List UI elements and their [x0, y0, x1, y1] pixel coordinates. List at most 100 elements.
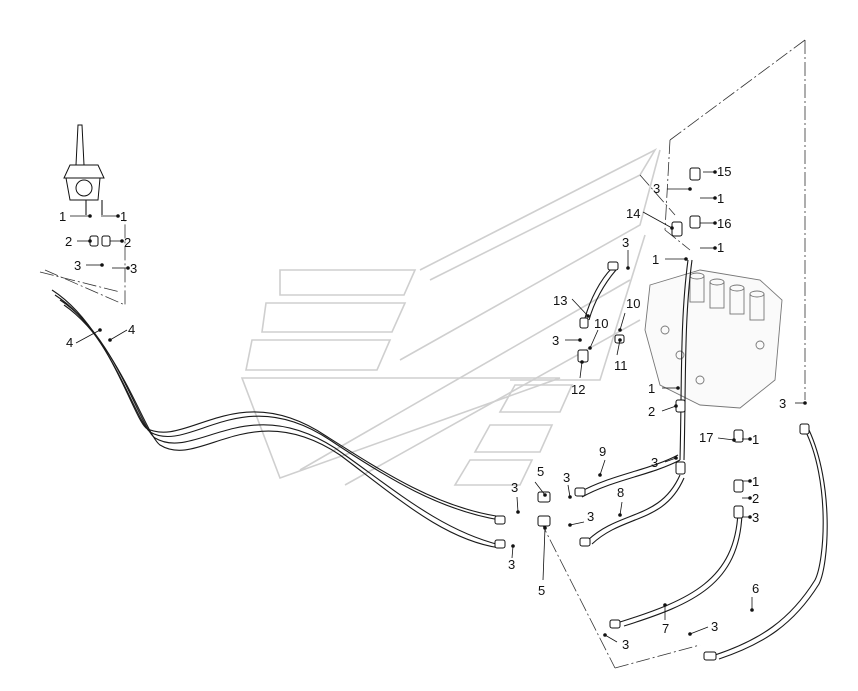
- callout-label: 11: [614, 358, 628, 373]
- leader-dot: [748, 437, 752, 441]
- leader-dot: [120, 239, 124, 243]
- leader-dot: [688, 187, 692, 191]
- callout-label: 15: [717, 164, 731, 179]
- leader-dot: [586, 314, 590, 318]
- callout-label: 16: [717, 216, 731, 231]
- leader-line: [642, 211, 673, 229]
- leader-dot: [511, 544, 515, 548]
- leader-dot: [618, 328, 622, 332]
- callout-label: 3: [651, 455, 658, 470]
- leader-dot: [88, 239, 92, 243]
- leader-dot: [100, 263, 104, 267]
- leader-dot: [732, 438, 736, 442]
- leader-line: [599, 459, 606, 476]
- callout-label: 1: [648, 381, 655, 396]
- reference-lines: [39, 39, 806, 669]
- leader-line: [511, 545, 514, 559]
- leader-dot: [603, 633, 607, 637]
- callout-label: 3: [587, 509, 594, 524]
- callout-label: 4: [128, 322, 135, 337]
- callout-label: 10: [626, 296, 640, 311]
- callout-label: 1: [752, 432, 759, 447]
- leader-line: [616, 339, 621, 356]
- callout-label: 8: [617, 485, 624, 500]
- leader-line: [571, 298, 589, 317]
- callout-label: 12: [571, 382, 585, 397]
- callout-label: 2: [65, 234, 72, 249]
- callout-label: 14: [626, 206, 640, 221]
- leader-line: [569, 521, 585, 526]
- callout-label: 3: [622, 235, 629, 250]
- callout-label: 3: [779, 396, 786, 411]
- leader-dot: [688, 632, 692, 636]
- leader-dot: [618, 338, 622, 342]
- leader-dot: [626, 266, 630, 270]
- leader-dot: [676, 386, 680, 390]
- leader-line: [661, 405, 677, 412]
- control-valve-block: [644, 269, 783, 409]
- leader-dot: [674, 404, 678, 408]
- leader-dot: [713, 170, 717, 174]
- leader-dot: [568, 495, 572, 499]
- leader-line: [75, 329, 101, 344]
- callout-label: 9: [599, 444, 606, 459]
- callout-labels: 1 1 2 2 3 3 4 4 15 3 1 14 16 3 1 1 13 10…: [59, 164, 786, 652]
- leader-dot: [543, 526, 547, 530]
- callout-label: 2: [648, 404, 655, 419]
- leader-dot: [588, 346, 592, 350]
- callout-label: 1: [717, 191, 724, 206]
- callout-label: 6: [752, 581, 759, 596]
- leader-dot: [568, 523, 572, 527]
- leader-line: [516, 496, 519, 513]
- callout-label: 5: [537, 464, 544, 479]
- leader-dot: [578, 338, 582, 342]
- leader-dot: [126, 266, 130, 270]
- callout-label: 4: [66, 335, 73, 350]
- callout-label: 3: [752, 510, 759, 525]
- leader-line: [534, 481, 546, 496]
- leader-dot: [670, 226, 674, 230]
- callout-label: 17: [699, 430, 713, 445]
- callout-label: 3: [130, 261, 137, 276]
- leader-dot: [108, 338, 112, 342]
- callout-label: 2: [752, 491, 759, 506]
- leader-dot: [748, 479, 752, 483]
- leader-dot: [618, 513, 622, 517]
- leader-dot: [748, 515, 752, 519]
- callout-label: 3: [508, 557, 515, 572]
- callout-label: 3: [552, 333, 559, 348]
- callout-label: 7: [662, 621, 669, 636]
- callout-label: 1: [717, 240, 724, 255]
- leader-dot: [803, 401, 807, 405]
- leader-dot: [88, 214, 92, 218]
- leader-line: [567, 484, 571, 498]
- leader-line: [717, 437, 735, 441]
- fittings: [89, 167, 810, 661]
- leader-dot: [663, 603, 667, 607]
- callout-label: 3: [563, 470, 570, 485]
- leader-line: [542, 527, 546, 581]
- leader-dot: [98, 328, 102, 332]
- leader-line: [664, 457, 677, 463]
- leader-line: [579, 361, 583, 379]
- leader-dot: [684, 257, 688, 261]
- hoses: [51, 259, 828, 660]
- leader-dot: [598, 473, 602, 477]
- callout-label: 2: [124, 235, 131, 250]
- callout-label: 3: [711, 619, 718, 634]
- leader-dot: [543, 493, 547, 497]
- leader-lines: [70, 170, 807, 643]
- callout-label: 10: [594, 316, 608, 331]
- leader-line: [604, 634, 618, 643]
- callout-label: 3: [653, 181, 660, 196]
- leader-dot: [713, 246, 717, 250]
- leader-dot: [713, 196, 717, 200]
- leader-line: [619, 312, 626, 331]
- callout-label: 13: [553, 293, 567, 308]
- leader-line: [689, 626, 709, 635]
- callout-label: 1: [752, 474, 759, 489]
- leader-dot: [516, 510, 520, 514]
- leader-dot: [748, 496, 752, 500]
- leader-line: [619, 501, 623, 516]
